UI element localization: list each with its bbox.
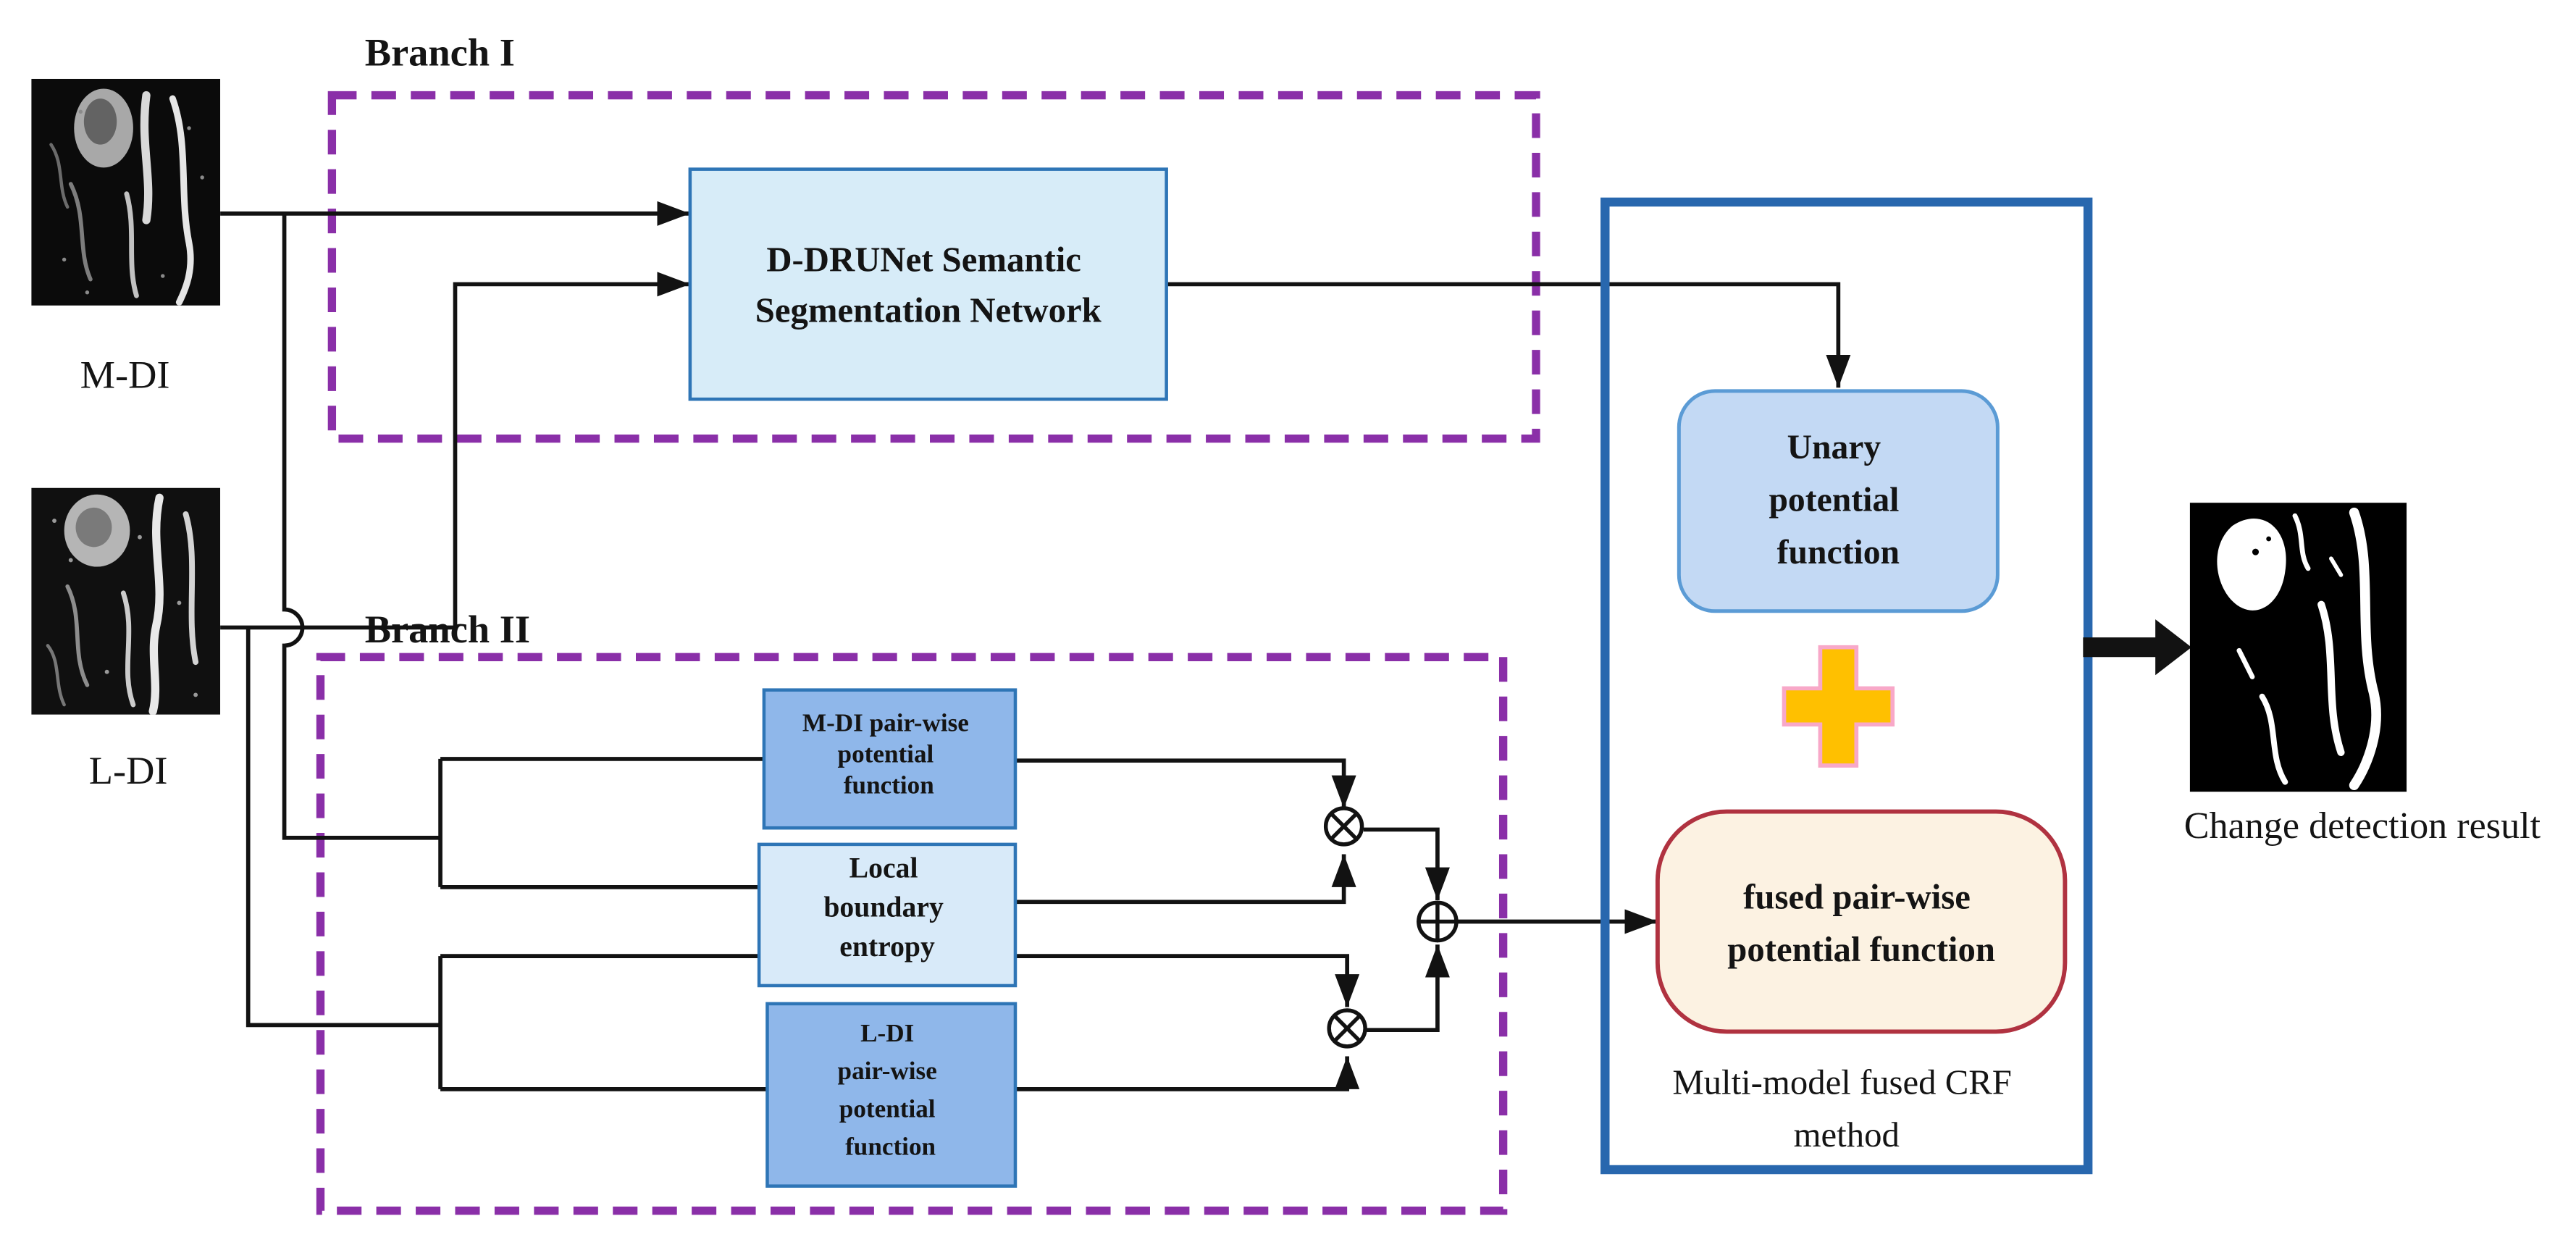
ddrunet-label: D-DRUNet Semantic Segmentation Network	[755, 240, 1102, 330]
local-entropy-node: Local boundary entropy	[757, 842, 1018, 988]
ddrunet-node: D-DRUNet Semantic Segmentation Network	[688, 167, 1168, 401]
branch2-dashed-box	[316, 653, 1508, 1215]
result-image	[2189, 503, 2407, 792]
wires	[220, 201, 1851, 1091]
ddrunet-box	[688, 167, 1168, 401]
mdi-pairwise-node: M-DI pair-wise potential function	[762, 688, 1018, 830]
unary-label: Unary potential function	[1769, 429, 1908, 571]
mdi-pairwise-box	[762, 688, 1018, 830]
result-label: Change detection result	[2184, 805, 2541, 847]
wire-ldipairwise-to-times2	[1015, 1056, 1360, 1091]
big-arrow-icon	[2083, 619, 2192, 676]
unary-box	[1677, 389, 2000, 613]
crf-method-box	[1600, 197, 2093, 1175]
ldi-input-image	[31, 487, 221, 715]
unary-node: Unary potential function	[1677, 389, 2000, 613]
mdi-input-image	[31, 78, 221, 306]
wire-ldi-drop	[246, 627, 441, 1028]
wire-entropy-to-times2	[1015, 954, 1360, 1007]
wire-entropy-to-times1	[1015, 854, 1356, 905]
fused-pairwise-label: fused pair-wise potential function	[1727, 877, 1995, 969]
local-entropy-box	[757, 842, 1018, 988]
wire-times1-to-plusop	[1363, 827, 1450, 901]
add-operator-icon	[1417, 900, 1459, 943]
mdi-label: M-DI	[80, 352, 170, 396]
wire-times2-to-plusop	[1367, 944, 1450, 1033]
multiply-operator-icon-1	[1323, 806, 1364, 847]
crf-method-caption: Multi-model fused CRF method	[1672, 1063, 2021, 1155]
ldi-pairwise-label: L-DI pair-wise potential function	[838, 1019, 944, 1161]
mdi-pairwise-label: M-DI pair-wise potential function	[802, 708, 976, 799]
wire-ldi-to-ddrunet	[220, 272, 690, 630]
branch1-title: Branch I	[365, 30, 515, 75]
ldi-label: L-DI	[89, 748, 168, 792]
branch1-dashed-box	[327, 91, 1540, 443]
ldi-pairwise-node: L-DI pair-wise potential function	[765, 1002, 1018, 1188]
wire-mdipairwise-to-times1	[1015, 758, 1356, 808]
result-image-texture	[2217, 507, 2381, 791]
wire-mdi-drop-with-hop	[282, 213, 441, 840]
multiply-operator-icon-2	[1327, 1008, 1367, 1049]
fused-pairwise-node: fused pair-wise potential function	[1655, 809, 2068, 1034]
ldi-image-texture	[46, 493, 199, 715]
mdi-image-texture	[49, 88, 204, 306]
fused-pairwise-box	[1655, 809, 2068, 1034]
local-entropy-label: Local boundary entropy	[823, 852, 950, 963]
wire-ddrunet-to-unary	[1166, 282, 1851, 388]
plus-icon	[1782, 645, 1895, 768]
ldi-pairwise-box	[765, 1002, 1018, 1188]
